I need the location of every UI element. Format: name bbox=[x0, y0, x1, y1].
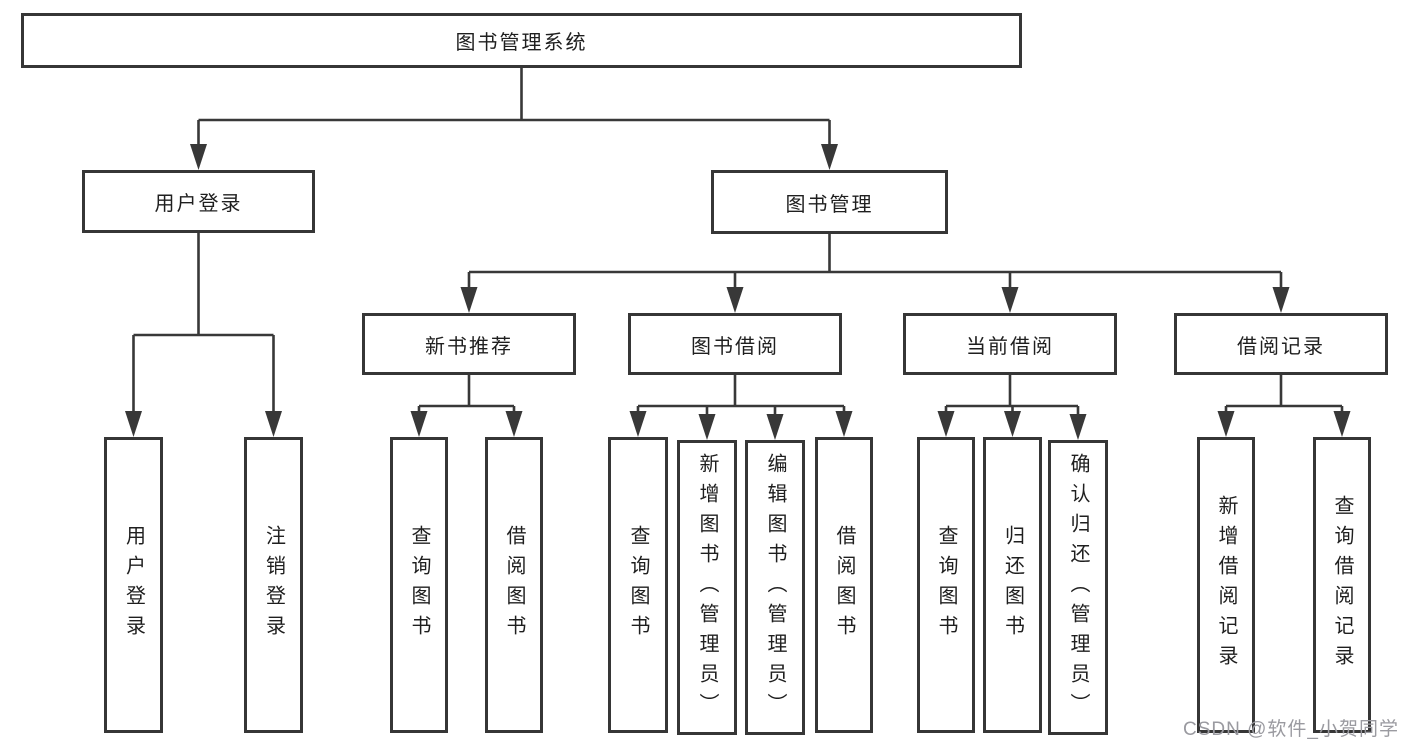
arrowhead-leaf-user-login bbox=[125, 411, 142, 437]
node-leaf-query-book-3: 查询图书 bbox=[917, 437, 975, 733]
node-new-book-rec: 新书推荐 bbox=[362, 313, 576, 375]
node-leaf-add-book: 新增图书（管理员） bbox=[677, 440, 737, 735]
node-label-current-borrow: 当前借阅 bbox=[966, 335, 1054, 358]
node-leaf-add-record: 新增借阅记录 bbox=[1197, 437, 1255, 733]
node-label-root: 图书管理系统 bbox=[455, 32, 588, 54]
node-user-login: 用户登录 bbox=[82, 170, 315, 233]
node-label-leaf-logout: 注销登录 bbox=[262, 525, 285, 645]
node-label-leaf-user-login: 用户登录 bbox=[122, 525, 145, 645]
arrowhead-borrow-records bbox=[1272, 287, 1290, 313]
arrowhead-leaf-query-book-3 bbox=[937, 411, 955, 437]
node-leaf-borrow-book-2: 借阅图书 bbox=[815, 437, 873, 733]
arrowhead-leaf-confirm-return bbox=[1069, 414, 1087, 440]
node-label-leaf-borrow-book-2: 借阅图书 bbox=[833, 525, 855, 645]
node-label-leaf-borrow-book-1: 借阅图书 bbox=[503, 525, 525, 645]
arrowhead-leaf-query-record bbox=[1333, 411, 1351, 437]
arrowhead-leaf-edit-book bbox=[766, 414, 784, 440]
edge-new-book-rec bbox=[417, 375, 516, 417]
node-label-leaf-edit-book: 编辑图书（管理员） bbox=[764, 452, 786, 723]
arrowhead-leaf-query-book-1 bbox=[410, 411, 428, 437]
node-root: 图书管理系统 bbox=[21, 13, 1022, 68]
node-leaf-logout: 注销登录 bbox=[244, 437, 303, 733]
node-label-borrow-records: 借阅记录 bbox=[1237, 335, 1325, 358]
node-label-book-manage: 图书管理 bbox=[785, 193, 874, 216]
node-label-leaf-query-record: 查询借阅记录 bbox=[1331, 495, 1353, 675]
arrowhead-leaf-logout bbox=[265, 411, 282, 437]
node-label-leaf-query-book-3: 查询图书 bbox=[935, 525, 957, 645]
node-label-new-book-rec: 新书推荐 bbox=[425, 335, 513, 358]
edge-root bbox=[197, 68, 831, 150]
node-label-book-borrow: 图书借阅 bbox=[691, 335, 779, 358]
node-label-leaf-add-record: 新增借阅记录 bbox=[1215, 495, 1237, 675]
arrowhead-leaf-query-book-2 bbox=[629, 411, 647, 437]
arrowhead-user-login bbox=[190, 144, 207, 170]
edge-user-login bbox=[132, 233, 275, 417]
edge-book-manage bbox=[467, 234, 1283, 293]
edge-borrow-records bbox=[1224, 375, 1344, 417]
node-leaf-borrow-book-1: 借阅图书 bbox=[485, 437, 543, 733]
watermark: CSDN @软件_小贺同学 bbox=[1183, 719, 1399, 740]
node-book-manage: 图书管理 bbox=[711, 170, 948, 234]
node-label-leaf-confirm-return: 确认归还（管理员） bbox=[1067, 452, 1089, 723]
node-leaf-query-book-2: 查询图书 bbox=[608, 437, 668, 733]
node-leaf-user-login: 用户登录 bbox=[104, 437, 163, 733]
arrowhead-book-manage bbox=[821, 144, 838, 170]
node-book-borrow: 图书借阅 bbox=[628, 313, 842, 375]
node-leaf-query-record: 查询借阅记录 bbox=[1313, 437, 1371, 733]
node-borrow-records: 借阅记录 bbox=[1174, 313, 1388, 375]
node-leaf-edit-book: 编辑图书（管理员） bbox=[745, 440, 805, 735]
arrowhead-current-borrow bbox=[1001, 287, 1019, 313]
edge-book-borrow bbox=[636, 375, 846, 420]
node-label-leaf-add-book: 新增图书（管理员） bbox=[696, 452, 718, 723]
arrowhead-leaf-return-book bbox=[1004, 411, 1021, 437]
node-leaf-query-book-1: 查询图书 bbox=[390, 437, 448, 733]
arrowhead-book-borrow bbox=[726, 287, 744, 313]
node-current-borrow: 当前借阅 bbox=[903, 313, 1117, 375]
arrowhead-leaf-add-book bbox=[698, 414, 716, 440]
node-label-user-login: 用户登录 bbox=[154, 193, 243, 215]
node-label-leaf-return-book: 归还图书 bbox=[1001, 525, 1024, 645]
node-label-leaf-query-book-2: 查询图书 bbox=[627, 525, 649, 645]
arrowhead-new-book-rec bbox=[460, 287, 478, 313]
arrowhead-leaf-borrow-book-1 bbox=[505, 411, 523, 437]
node-leaf-return-book: 归还图书 bbox=[983, 437, 1042, 733]
arrowhead-leaf-borrow-book-2 bbox=[835, 411, 853, 437]
node-leaf-confirm-return: 确认归还（管理员） bbox=[1048, 440, 1108, 735]
arrowhead-leaf-add-record bbox=[1217, 411, 1235, 437]
node-label-leaf-query-book-1: 查询图书 bbox=[408, 525, 430, 645]
